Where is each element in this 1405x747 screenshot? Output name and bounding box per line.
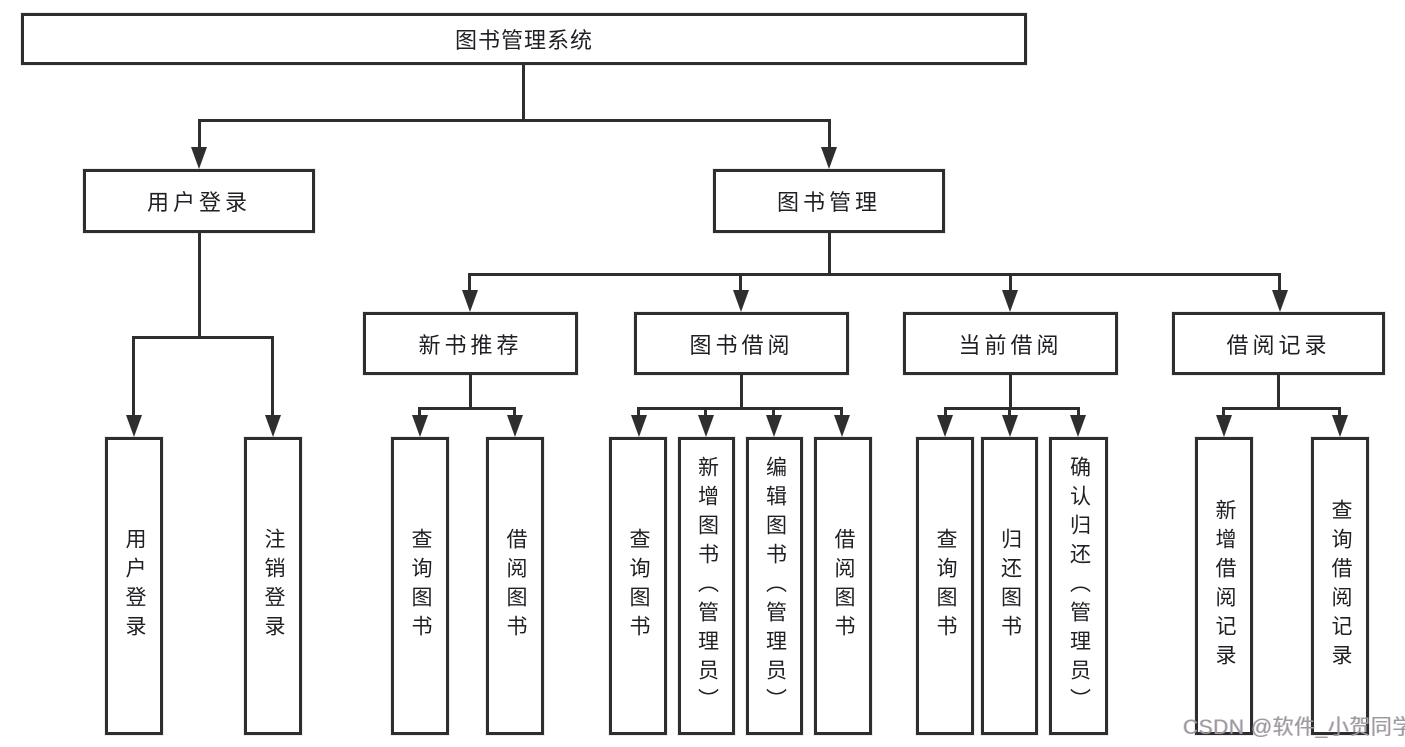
leaf-edit-book-admin: 编辑图书（管理员） — [746, 437, 803, 735]
connector-line — [132, 336, 135, 416]
node-book-management: 图书管理 — [713, 169, 945, 233]
arrow-down-icon — [1271, 290, 1288, 312]
connector-line — [704, 407, 707, 417]
arrow-down-icon — [732, 290, 749, 312]
leaf-user-login: 用户登录 — [105, 437, 163, 735]
leaf-borrow-books-recommend: 借阅图书 — [486, 437, 544, 735]
arrow-down-icon — [461, 290, 478, 312]
arrow-down-icon — [630, 415, 647, 437]
arrow-down-icon — [1215, 415, 1232, 437]
arrow-down-icon — [506, 415, 523, 437]
connector-line — [840, 407, 843, 417]
connector-line — [1222, 407, 1225, 417]
arrow-down-icon — [765, 415, 782, 437]
connector-line — [1278, 273, 1281, 293]
connector-line — [943, 407, 1080, 410]
leaf-borrow-books-recommend-label: 借阅图书 — [504, 528, 527, 644]
leaf-query-books-borrowing: 查询图书 — [609, 437, 667, 735]
connector-line — [637, 407, 843, 410]
connector-line — [1222, 407, 1341, 410]
arrow-down-icon — [697, 415, 714, 437]
connector-line — [521, 65, 525, 121]
connector-line — [1338, 407, 1341, 417]
leaf-borrow-books-borrowing-label: 借阅图书 — [832, 528, 855, 644]
node-current-borrowing-label: 当前借阅 — [958, 332, 1063, 358]
connector-line — [197, 233, 201, 339]
connector-line — [513, 407, 516, 417]
connector-line — [1008, 273, 1012, 293]
leaf-query-books-current-label: 查询图书 — [934, 528, 957, 644]
connector-line — [468, 273, 471, 293]
connector-line — [418, 407, 421, 417]
connector-line — [1277, 375, 1280, 410]
connector-line — [197, 119, 201, 148]
node-new-book-recommend-label: 新书推荐 — [418, 332, 523, 358]
arrow-down-icon — [833, 415, 850, 437]
connector-line — [132, 336, 274, 339]
node-book-borrowing-label: 图书借阅 — [689, 332, 794, 358]
arrow-down-icon — [821, 147, 837, 169]
connector-line — [739, 273, 742, 293]
leaf-borrow-books-borrowing: 借阅图书 — [814, 437, 872, 735]
connector-line — [418, 407, 516, 410]
connector-line — [1008, 375, 1012, 410]
connector-line — [468, 273, 1281, 276]
connector-line — [271, 336, 274, 416]
node-borrow-records-label: 借阅记录 — [1226, 332, 1331, 358]
arrow-down-icon — [1002, 290, 1018, 312]
leaf-user-login-label: 用户登录 — [123, 528, 146, 644]
leaf-add-borrow-record: 新增借阅记录 — [1195, 437, 1253, 735]
node-book-management-label: 图书管理 — [776, 190, 881, 215]
node-user-login-label: 用户登录 — [146, 190, 251, 215]
leaf-query-books-borrowing-label: 查询图书 — [627, 528, 650, 644]
connector-line — [197, 119, 831, 122]
leaf-edit-book-admin-label: 编辑图书（管理员） — [763, 455, 787, 717]
leaf-confirm-return-admin: 确认归还（管理员） — [1049, 437, 1108, 735]
leaf-add-book-admin-label: 新增图书（管理员） — [695, 455, 719, 717]
leaf-return-book: 归还图书 — [981, 437, 1038, 735]
arrow-down-icon — [1070, 415, 1086, 437]
leaf-return-book-label: 归还图书 — [998, 528, 1022, 644]
connector-line — [827, 233, 831, 276]
arrow-down-icon — [937, 415, 953, 437]
leaf-confirm-return-admin-label: 确认归还（管理员） — [1067, 455, 1091, 717]
node-borrow-records: 借阅记录 — [1172, 312, 1385, 375]
connector-line — [772, 407, 775, 417]
connector-line — [943, 407, 947, 417]
arrow-down-icon — [125, 415, 142, 437]
connector-line — [739, 375, 743, 410]
arrow-down-icon — [411, 415, 428, 437]
arrow-down-icon — [264, 415, 281, 437]
leaf-add-book-admin: 新增图书（管理员） — [678, 437, 735, 735]
leaf-query-books-current: 查询图书 — [916, 437, 974, 735]
node-user-login: 用户登录 — [83, 169, 315, 233]
leaf-query-borrow-record: 查询借阅记录 — [1311, 437, 1369, 735]
node-book-borrowing: 图书借阅 — [634, 312, 849, 375]
leaf-add-borrow-record-label: 新增借阅记录 — [1213, 499, 1236, 673]
connector-line — [827, 119, 831, 148]
node-current-borrowing: 当前借阅 — [903, 312, 1118, 375]
leaf-query-books-recommend-label: 查询图书 — [409, 528, 432, 644]
node-new-book-recommend: 新书推荐 — [363, 312, 578, 375]
arrow-down-icon — [1001, 415, 1018, 437]
leaf-query-books-recommend: 查询图书 — [391, 437, 449, 735]
arrow-down-icon — [1331, 415, 1348, 437]
connector-line — [469, 375, 472, 410]
connector-line — [637, 407, 640, 417]
connector-line — [1008, 407, 1011, 417]
node-root: 图书管理系统 — [21, 13, 1027, 65]
arrow-down-icon — [191, 147, 207, 169]
leaf-logout-label: 注销登录 — [262, 528, 285, 644]
leaf-logout: 注销登录 — [244, 437, 302, 735]
leaf-query-borrow-record-label: 查询借阅记录 — [1329, 499, 1352, 673]
node-root-label: 图书管理系统 — [454, 28, 593, 53]
connector-line — [1076, 407, 1080, 417]
watermark: CSDN @软件_小贺同学 — [1183, 716, 1405, 739]
